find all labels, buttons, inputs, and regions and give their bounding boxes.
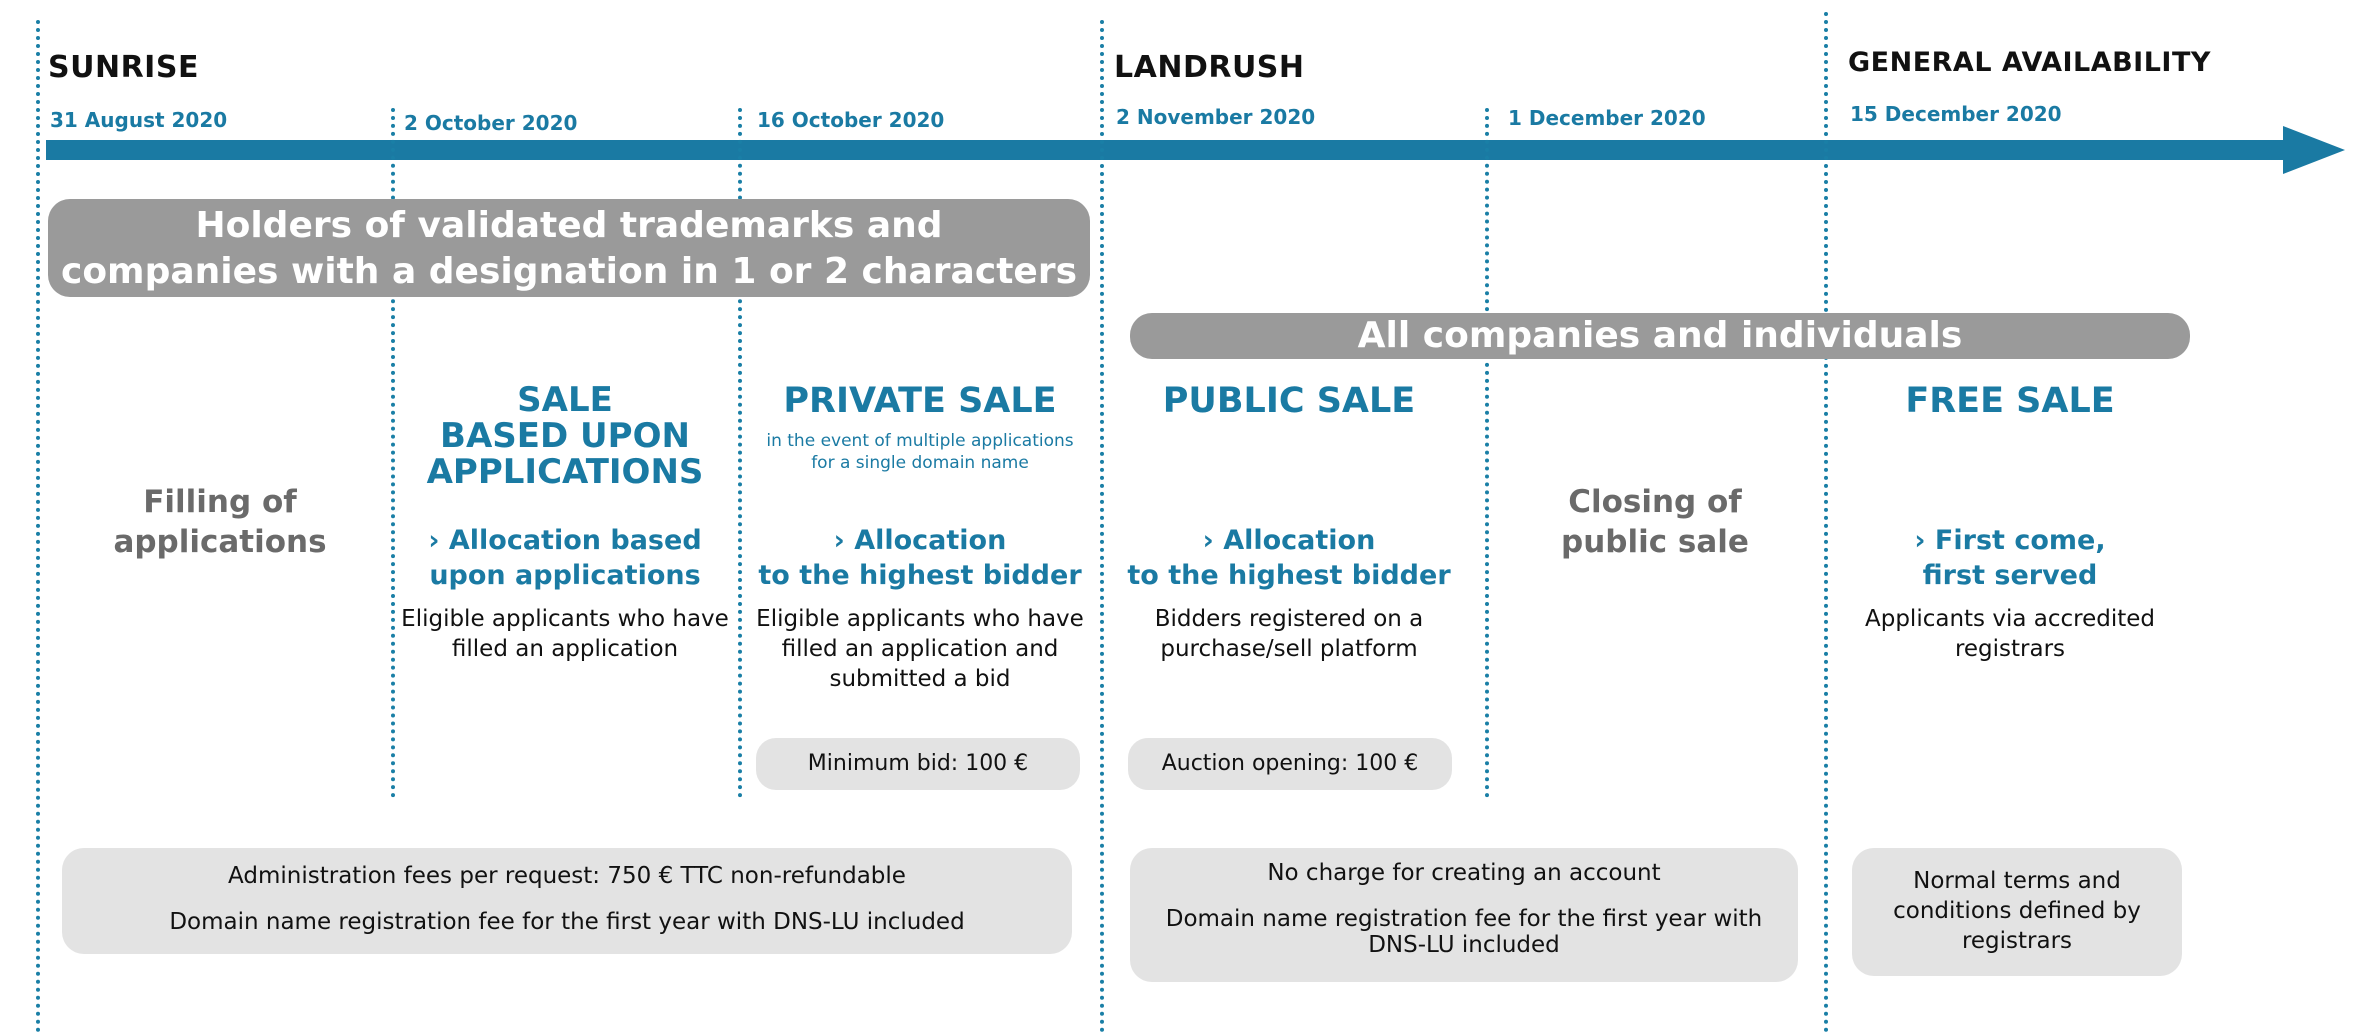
sale-title-line1: SALE bbox=[517, 380, 613, 420]
fee-sunrise-line1: Administration fees per request: 750 € T… bbox=[228, 863, 906, 889]
sale-allocation-line1: › Allocation based bbox=[428, 525, 702, 556]
date-16-october: 16 October 2020 bbox=[757, 108, 945, 132]
fee-box-general: Normal terms and conditions defined by r… bbox=[1852, 848, 2182, 976]
timeline-arrowhead-icon bbox=[2283, 126, 2345, 174]
free-body-line1: Applicants via accredited bbox=[1865, 606, 2155, 632]
private-sale-note: in the event of multiple applications fo… bbox=[742, 430, 1098, 474]
sale-title-line3: APPLICATIONS bbox=[426, 452, 704, 492]
phase-landrush: LANDRUSH bbox=[1114, 50, 1305, 85]
private-allocation-line2: to the highest bidder bbox=[758, 560, 1082, 591]
private-sale-title: PRIVATE SALE bbox=[783, 381, 1057, 421]
phase-general-availability: GENERAL AVAILABILITY bbox=[1848, 47, 2211, 78]
auction-opening-badge: Auction opening: 100 € bbox=[1128, 738, 1452, 790]
public-body-line1: Bidders registered on a bbox=[1154, 606, 1424, 632]
free-sale-allocation: › First come, first served bbox=[1830, 523, 2190, 593]
public-sale-description: Bidders registered on a purchase/sell pl… bbox=[1104, 604, 1474, 664]
banner-holders-line1: Holders of validated trademarks and bbox=[195, 205, 943, 246]
banner-holders-line2: companies with a designation in 1 or 2 c… bbox=[60, 251, 1077, 292]
public-sale-title: PUBLIC SALE bbox=[1162, 381, 1416, 421]
fee-general-line3: registrars bbox=[1961, 928, 2073, 954]
divider-oct16 bbox=[738, 108, 742, 798]
fee-sunrise-line2: Domain name registration fee for the fir… bbox=[169, 909, 965, 935]
phase-sunrise: SUNRISE bbox=[48, 50, 199, 85]
free-allocation-line1: › First come, bbox=[1914, 525, 2106, 556]
sale-allocation: › Allocation based upon applications bbox=[392, 523, 738, 593]
divider-sunrise-start bbox=[36, 20, 40, 1033]
public-allocation-line2: to the highest bidder bbox=[1127, 560, 1451, 591]
fee-general-line1: Normal terms and bbox=[1913, 868, 2121, 894]
public-body-line2: purchase/sell platform bbox=[1160, 636, 1418, 662]
free-sale-title: FREE SALE bbox=[1905, 381, 2115, 421]
minimum-bid-badge: Minimum bid: 100 € bbox=[756, 738, 1080, 790]
sale-description: Eligible applicants who have filled an a… bbox=[392, 604, 738, 664]
closing-line2: public sale bbox=[1561, 524, 1749, 560]
filling-line1: Filling of bbox=[143, 484, 297, 520]
private-body-line1: Eligible applicants who have bbox=[756, 606, 1084, 632]
fee-general-line2: conditions defined by bbox=[1893, 898, 2141, 924]
private-sale-allocation: › Allocation to the highest bidder bbox=[742, 523, 1098, 593]
free-body-line2: registrars bbox=[1954, 636, 2066, 662]
sale-allocation-line2: upon applications bbox=[429, 560, 701, 591]
sale-based-upon-applications-title: SALE BASED UPON APPLICATIONS bbox=[392, 382, 738, 490]
public-allocation-line1: › Allocation bbox=[1202, 525, 1376, 556]
divider-oct2 bbox=[391, 108, 395, 798]
date-2-october: 2 October 2020 bbox=[404, 111, 578, 135]
filling-line2: applications bbox=[113, 524, 327, 560]
public-sale-allocation: › Allocation to the highest bidder bbox=[1104, 523, 1474, 593]
fee-landrush-line3: DNS-LU included bbox=[1368, 932, 1560, 958]
fee-box-sunrise: Administration fees per request: 750 € T… bbox=[62, 848, 1072, 954]
private-body-line3: submitted a bid bbox=[829, 666, 1011, 692]
private-note-line2: for a single domain name bbox=[811, 453, 1029, 473]
free-allocation-line2: first served bbox=[1922, 560, 2098, 591]
banner-holders: Holders of validated trademarks and comp… bbox=[48, 199, 1090, 297]
timeline-bar bbox=[46, 140, 2291, 160]
banner-all-companies: All companies and individuals bbox=[1130, 313, 2190, 359]
free-sale-description: Applicants via accredited registrars bbox=[1830, 604, 2190, 664]
private-allocation-line1: › Allocation bbox=[833, 525, 1007, 556]
date-31-august: 31 August 2020 bbox=[50, 108, 228, 132]
filling-of-applications: Filling of applications bbox=[50, 482, 390, 562]
private-body-line2: filled an application and bbox=[781, 636, 1059, 662]
private-sale-description: Eligible applicants who have filled an a… bbox=[742, 604, 1098, 694]
private-note-line1: in the event of multiple applications bbox=[766, 431, 1074, 451]
date-15-december: 15 December 2020 bbox=[1850, 102, 2062, 126]
divider-dec1 bbox=[1485, 108, 1489, 798]
sale-body-line2: filled an application bbox=[451, 636, 679, 662]
fee-box-landrush: No charge for creating an account Domain… bbox=[1130, 848, 1798, 982]
divider-landrush-start bbox=[1100, 20, 1104, 1033]
sale-title-line2: BASED UPON bbox=[440, 416, 690, 456]
fee-landrush-line1: No charge for creating an account bbox=[1267, 860, 1661, 886]
date-1-december: 1 December 2020 bbox=[1508, 106, 1706, 130]
fee-landrush-line2: Domain name registration fee for the fir… bbox=[1165, 906, 1763, 932]
closing-of-public-sale: Closing of public sale bbox=[1490, 482, 1820, 562]
closing-line1: Closing of bbox=[1568, 484, 1742, 520]
timeline-arrow bbox=[46, 126, 2345, 174]
divider-general-start bbox=[1824, 12, 1828, 1033]
sale-body-line1: Eligible applicants who have bbox=[401, 606, 729, 632]
date-2-november: 2 November 2020 bbox=[1116, 105, 1316, 129]
